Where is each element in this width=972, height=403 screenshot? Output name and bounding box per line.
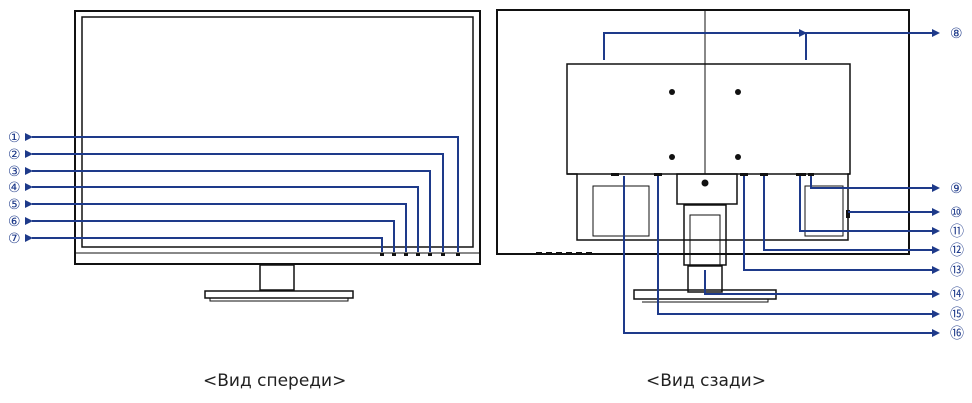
rear-port-audio [611, 173, 619, 176]
callout-number-15: ⑮ [950, 307, 964, 323]
rear-vesa-panel [566, 63, 851, 175]
callout-line-3 [25, 167, 431, 252]
callout-line-2 [25, 150, 444, 252]
callout-number-9: ⑨ [950, 181, 963, 197]
rear-left-vent [592, 185, 650, 237]
rear-ports [536, 173, 850, 255]
callout-number-16: ⑯ [950, 326, 964, 342]
rear-callout-arrowheads [932, 29, 940, 337]
callout-number-5: ⑤ [8, 197, 21, 213]
callout-line-11 [799, 176, 933, 232]
callout-number-3: ③ [8, 164, 21, 180]
rear-port-c [760, 173, 768, 176]
front-callout-numbers: ① ② ③ ④ ⑤ ⑥ ⑦ [8, 130, 21, 247]
front-stand-base [204, 290, 354, 299]
rear-port-b [740, 173, 748, 176]
callout-line-9 [810, 176, 933, 189]
vesa-hole-4 [735, 154, 741, 160]
callout-number-1: ① [8, 130, 21, 146]
rear-callout-numbers: ⑧ ⑨ ⑩ ⑪ ⑫ ⑬ ⑭ ⑮ ⑯ [950, 26, 964, 342]
callout-number-8: ⑧ [950, 26, 963, 42]
callout-line-14 [704, 270, 933, 295]
callout-line-15 [657, 176, 933, 315]
callout-number-2: ② [8, 147, 21, 163]
rear-stand-screw [701, 179, 709, 187]
callout-number-11: ⑪ [950, 224, 964, 240]
rear-port-a [654, 173, 662, 176]
front-button-7 [380, 253, 384, 256]
front-button-4 [416, 253, 420, 256]
rear-view-caption: <Вид сзади> [646, 371, 766, 391]
callout-line-7 [25, 234, 383, 252]
front-screen [81, 16, 474, 248]
callout-number-4: ④ [8, 180, 21, 196]
callout-number-6: ⑥ [8, 214, 21, 230]
front-button-3 [428, 253, 432, 256]
rear-vesa-holes [669, 89, 741, 160]
front-buttons [380, 253, 460, 256]
callout-line-12 [763, 176, 933, 251]
callout-line-5 [25, 200, 407, 252]
front-button-5 [404, 253, 408, 256]
front-button-2 [441, 253, 445, 256]
front-button-1 [456, 253, 460, 256]
callout-line-8 [603, 32, 807, 60]
rear-view [496, 9, 910, 303]
vesa-hole-3 [669, 154, 675, 160]
front-view-caption: <Вид спереди> [203, 371, 347, 391]
rear-stand-mount [676, 173, 738, 205]
callout-number-12: ⑫ [950, 243, 964, 259]
callout-number-13: ⑬ [950, 263, 964, 279]
front-button-6 [392, 253, 396, 256]
front-stand-neck [259, 264, 295, 291]
rear-right-vent [804, 185, 844, 237]
callout-number-10: ⑩ [950, 205, 963, 221]
rear-port-e [808, 173, 814, 176]
callout-number-14: ⑭ [950, 287, 964, 303]
front-callout-lines [25, 133, 459, 252]
rear-callout-lines [603, 29, 933, 334]
vesa-hole-1 [669, 89, 675, 95]
rear-port-d [796, 173, 806, 176]
callout-line-6 [25, 217, 395, 252]
rear-stand-column-inner [689, 214, 721, 266]
front-view [74, 10, 481, 302]
callout-line-1 [25, 133, 459, 252]
rear-security-slot [846, 210, 850, 218]
rear-lower-housing [567, 173, 850, 241]
callout-line-4 [25, 183, 419, 252]
callout-line-13 [743, 176, 933, 271]
callout-line-16 [623, 176, 933, 334]
vesa-hole-2 [735, 89, 741, 95]
callout-number-7: ⑦ [8, 231, 21, 247]
